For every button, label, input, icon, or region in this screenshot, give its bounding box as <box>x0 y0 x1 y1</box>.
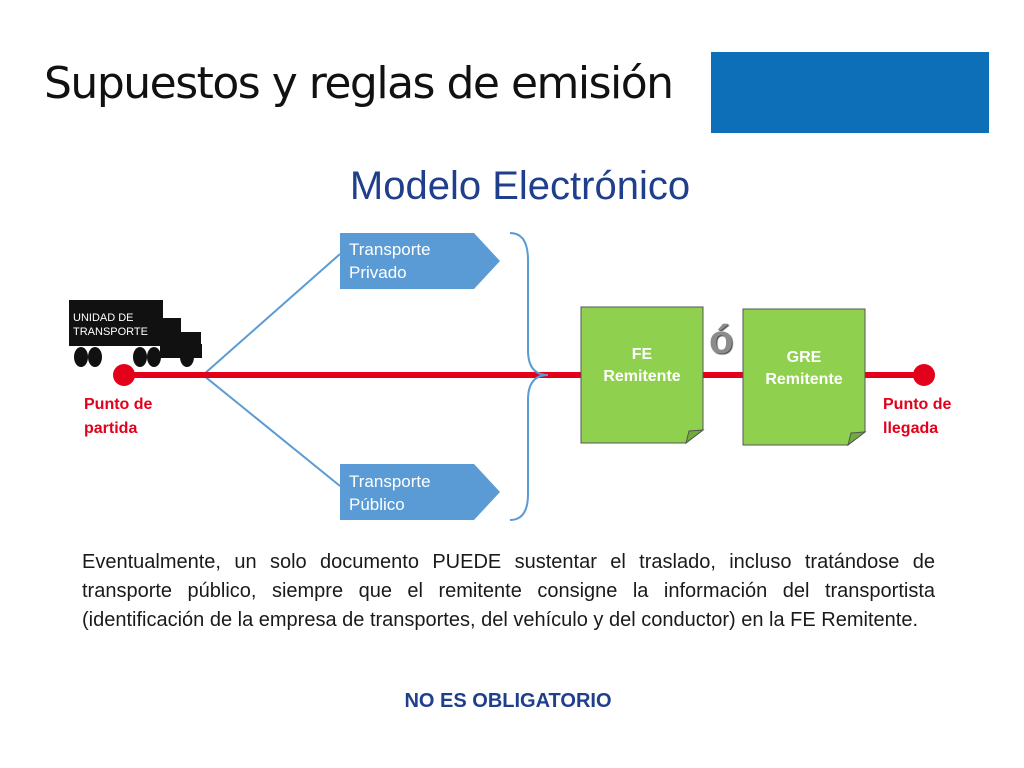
private-transport-label: Transporte Privado <box>349 240 431 282</box>
header-accent-block <box>711 52 989 133</box>
slide-title: Supuestos y reglas de emisión <box>44 58 674 109</box>
route-branch-top <box>202 253 341 376</box>
or-separator: ó <box>709 318 734 362</box>
start-point-label: Punto de partida <box>84 396 153 437</box>
truck-label: UNIDAD DE TRANSPORTE <box>73 312 148 338</box>
start-point-marker <box>113 364 135 386</box>
options-brace <box>509 232 549 521</box>
diagram-subtitle: Modelo Electrónico <box>349 164 691 208</box>
private-transport-arrow <box>340 233 500 289</box>
explanation-paragraph: Eventualmente, un solo documento PUEDE s… <box>82 551 935 631</box>
public-transport-arrow <box>340 464 500 520</box>
public-transport-label: Transporte Público <box>349 472 431 514</box>
gre-remitente-label: GRE Remitente <box>765 349 843 388</box>
route-branch-bottom <box>202 374 341 487</box>
not-mandatory-note: NO ES OBLIGATORIO <box>404 690 612 712</box>
truck-icon <box>69 300 202 367</box>
end-point-label: Punto de llegada <box>883 396 952 437</box>
fe-remitente-label: FE Remitente <box>603 346 681 385</box>
end-point-marker <box>913 364 935 386</box>
